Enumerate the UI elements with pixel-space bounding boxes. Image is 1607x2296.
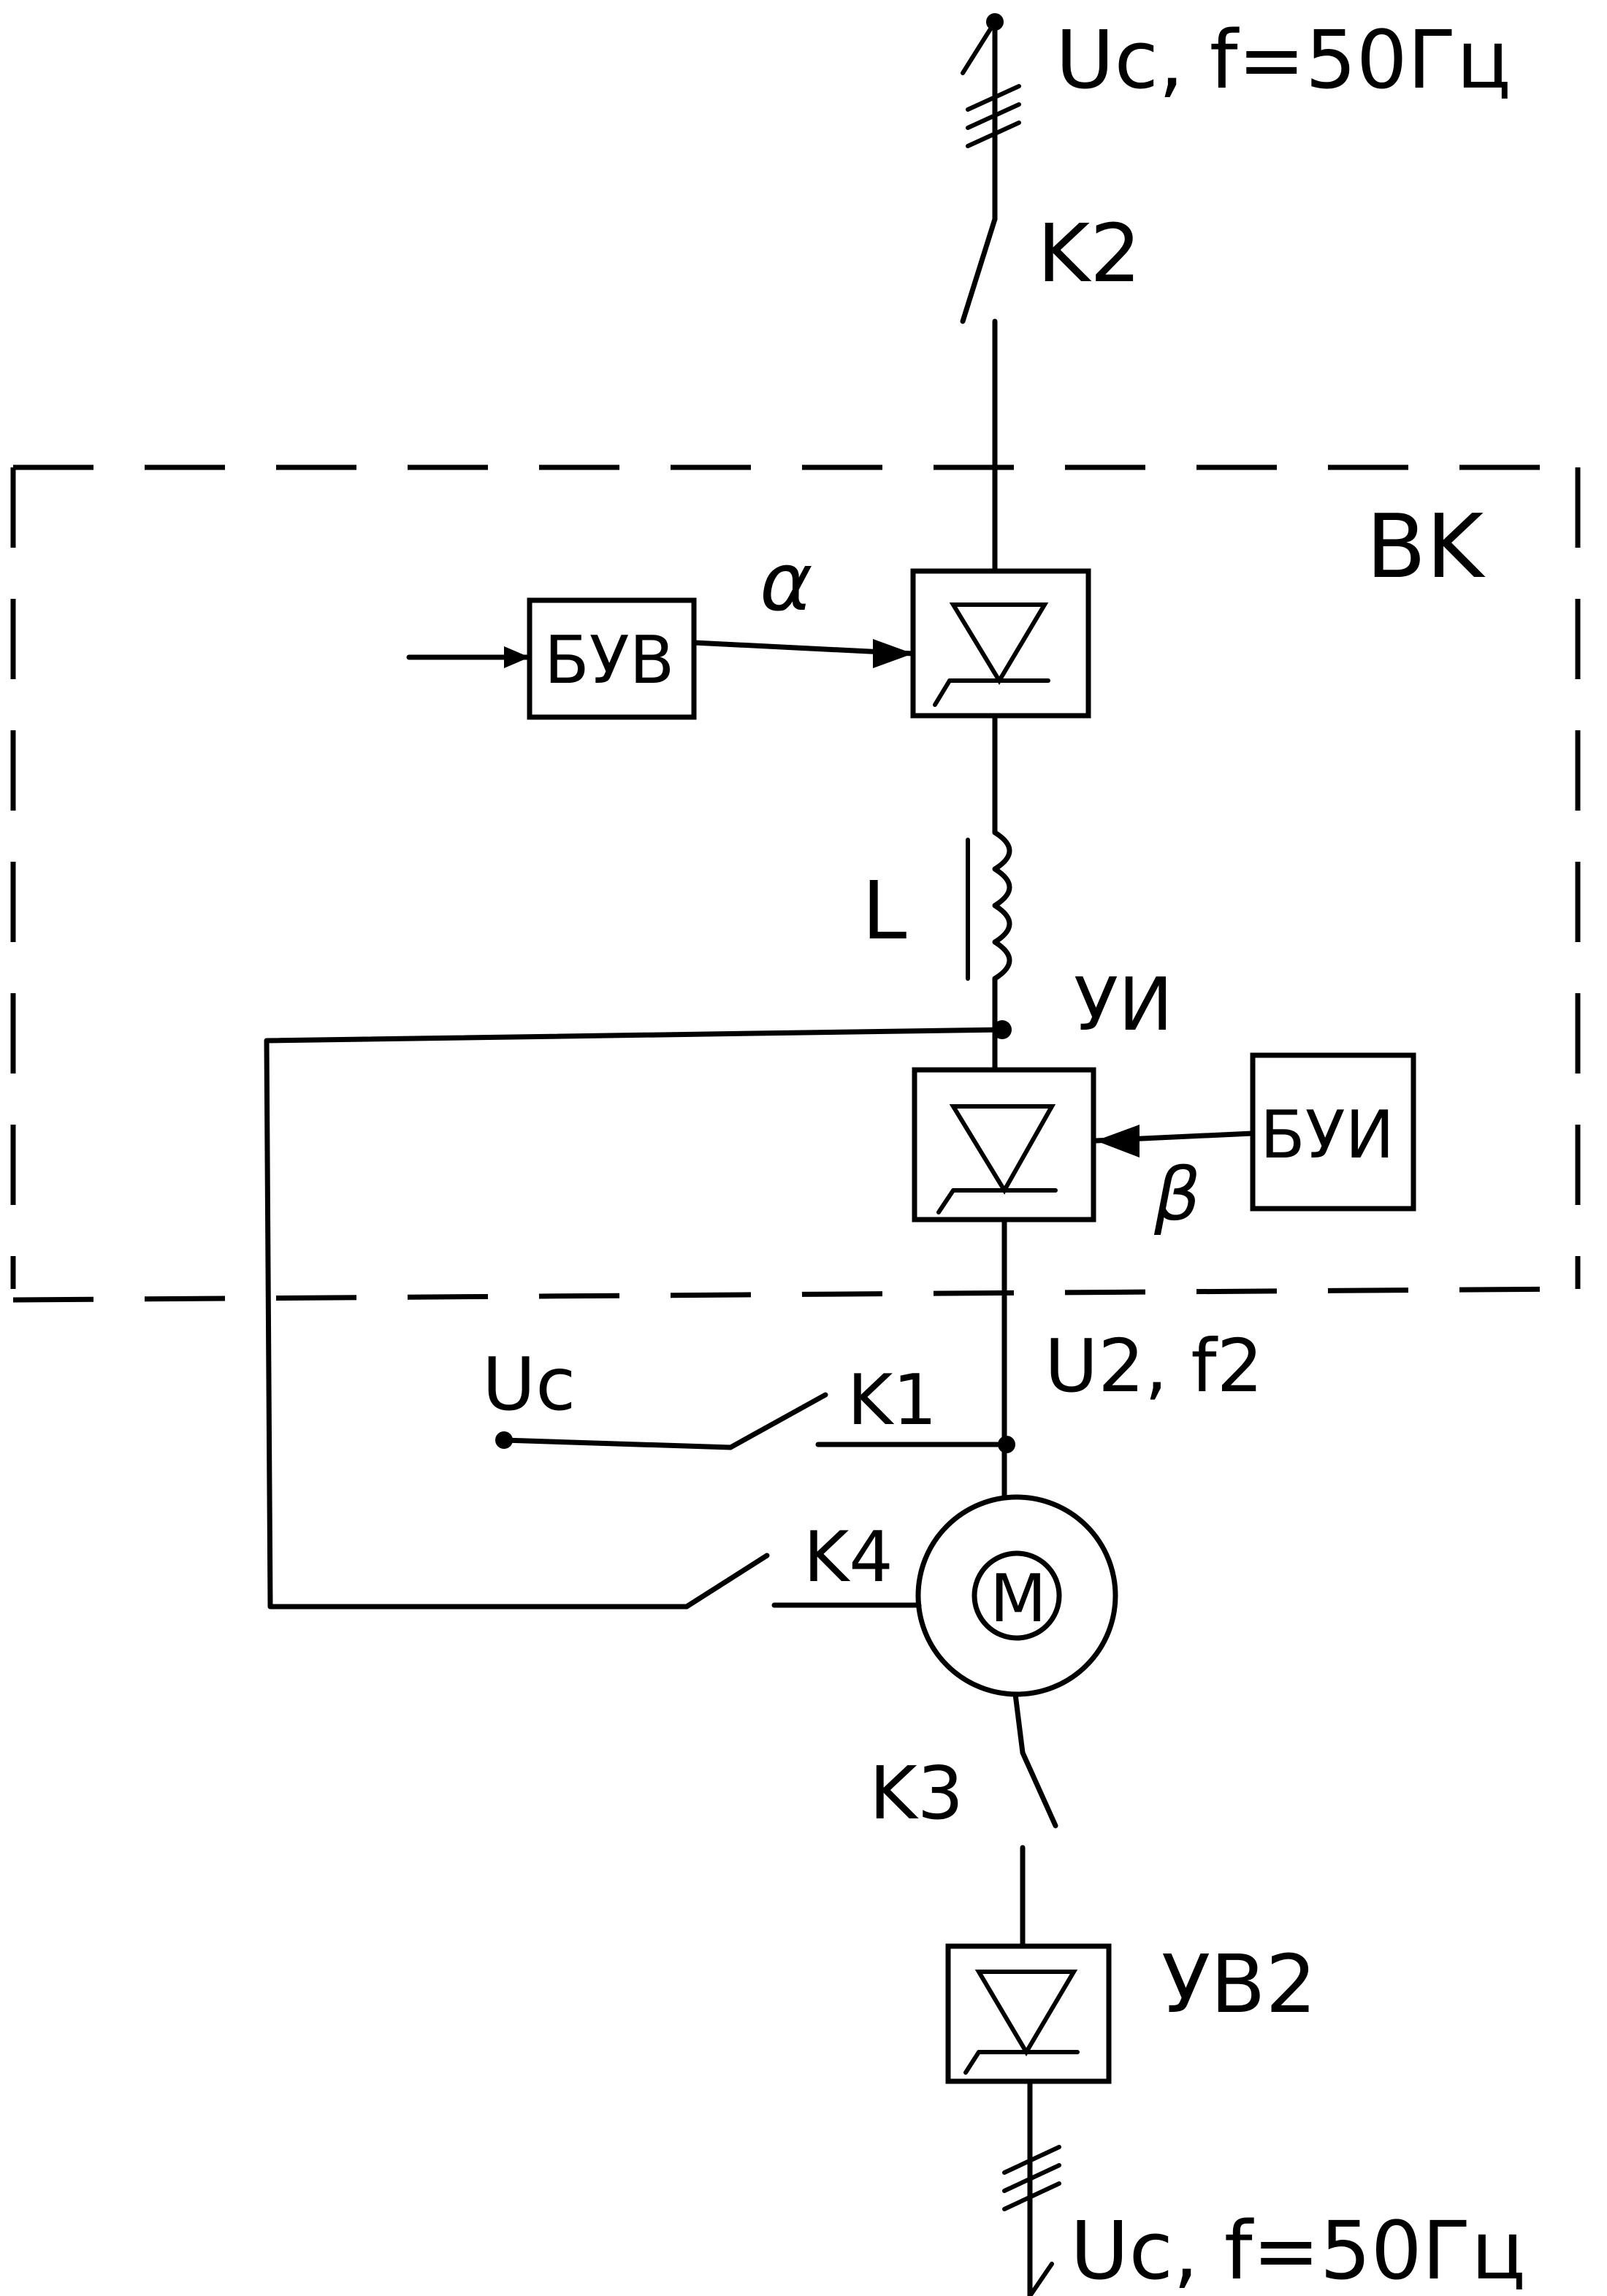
bui-label: БУИ bbox=[1260, 1097, 1394, 1174]
alpha-label: α bbox=[760, 535, 813, 629]
motor: M bbox=[915, 1494, 1118, 1697]
buv-label: БУВ bbox=[544, 622, 674, 699]
k4-label: K4 bbox=[804, 1518, 893, 1598]
k2-label: K2 bbox=[1037, 207, 1141, 300]
k1-label: K1 bbox=[847, 1361, 937, 1441]
switch-k4: K4 bbox=[684, 1518, 922, 1610]
inverter-control-block: БУИ β bbox=[1093, 1052, 1416, 1237]
rectifier-control-block: БУВ α bbox=[406, 535, 916, 720]
inductor-label: L bbox=[862, 864, 906, 957]
rectifier-2-label: УВ2 bbox=[1161, 1937, 1316, 2031]
k1-junction-node bbox=[998, 1436, 1015, 1453]
supply-top: Uc, f=50Гц bbox=[961, 13, 1511, 222]
switch-k3: K3 bbox=[869, 1691, 1058, 1949]
k3-label: K3 bbox=[869, 1750, 963, 1836]
supply-top-label: Uc, f=50Гц bbox=[1056, 13, 1511, 107]
bk-label: BK bbox=[1366, 497, 1486, 598]
beta-label: β bbox=[1153, 1152, 1201, 1237]
switch-k1: Uc K1 bbox=[482, 1342, 1015, 1453]
rectifier-2: УВ2 bbox=[945, 1937, 1316, 2084]
rectifier-1 bbox=[910, 568, 1091, 719]
supply-bottom: Uc, f=50Гц bbox=[1002, 2078, 1526, 2296]
motor-label: M bbox=[990, 1561, 1047, 1637]
k1-source-label: Uc bbox=[482, 1342, 576, 1427]
inductor-l: L bbox=[862, 830, 1012, 981]
inverter bbox=[912, 1067, 1096, 1222]
output-label: U2, f2 bbox=[1045, 1323, 1263, 1409]
bk-group-frame: BK bbox=[10, 464, 1581, 1303]
inverter-label: УИ bbox=[1074, 962, 1173, 1047]
supply-bottom-label: Uc, f=50Гц bbox=[1070, 2204, 1526, 2296]
switch-k2: K2 bbox=[960, 207, 1141, 346]
bypass-wire bbox=[264, 1027, 1005, 1610]
